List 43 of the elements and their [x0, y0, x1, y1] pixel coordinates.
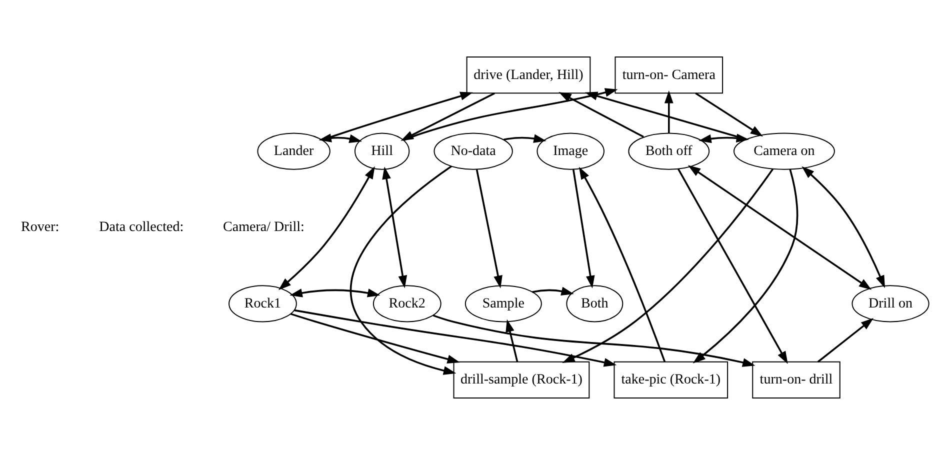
arrow [350, 166, 456, 375]
arrow [677, 168, 788, 364]
arrow [695, 92, 764, 137]
arrow [294, 309, 617, 367]
arrow [404, 88, 618, 141]
label: Rover: [20, 219, 60, 236]
arrow [532, 286, 574, 296]
arrow [432, 314, 756, 367]
arrow [558, 92, 644, 138]
arrow [382, 166, 408, 288]
node-ellipse: No-data [434, 132, 513, 170]
arrow [688, 165, 872, 290]
arrow [278, 166, 375, 290]
node-box: take-pic (Rock-1) [614, 361, 728, 398]
arrow [506, 319, 518, 362]
label: Data collected: [99, 219, 184, 236]
arrow [692, 169, 798, 364]
node-box: drill-sample (Rock-1) [453, 361, 590, 398]
arrow [290, 288, 380, 298]
arrow [476, 169, 502, 288]
arrow [578, 166, 666, 362]
label: Camera/ Drill: [223, 219, 304, 236]
arrow [584, 92, 747, 140]
node-ellipse: Hill [354, 132, 410, 170]
arrow [504, 134, 546, 143]
node-ellipse: Rock2 [372, 285, 442, 322]
node-ellipse: Rock1 [228, 285, 297, 322]
arrow [318, 134, 362, 143]
arrow [290, 313, 460, 364]
arrow [802, 166, 885, 288]
arrow [572, 169, 595, 288]
node-ellipse: Both [566, 285, 624, 322]
node-ellipse: Both off [628, 132, 710, 170]
node-box: turn-on- drill [752, 361, 840, 398]
arrow [562, 168, 774, 363]
node-ellipse: Lander [257, 132, 330, 170]
node-ellipse: Sample [464, 285, 542, 322]
arrow [817, 318, 874, 363]
node-ellipse: Drill on [852, 285, 930, 322]
node-ellipse: Image [536, 132, 604, 170]
node-box: turn-on- Camera [614, 56, 724, 94]
node-box: drive (Lander, Hill) [466, 56, 591, 94]
arrow [664, 90, 674, 134]
